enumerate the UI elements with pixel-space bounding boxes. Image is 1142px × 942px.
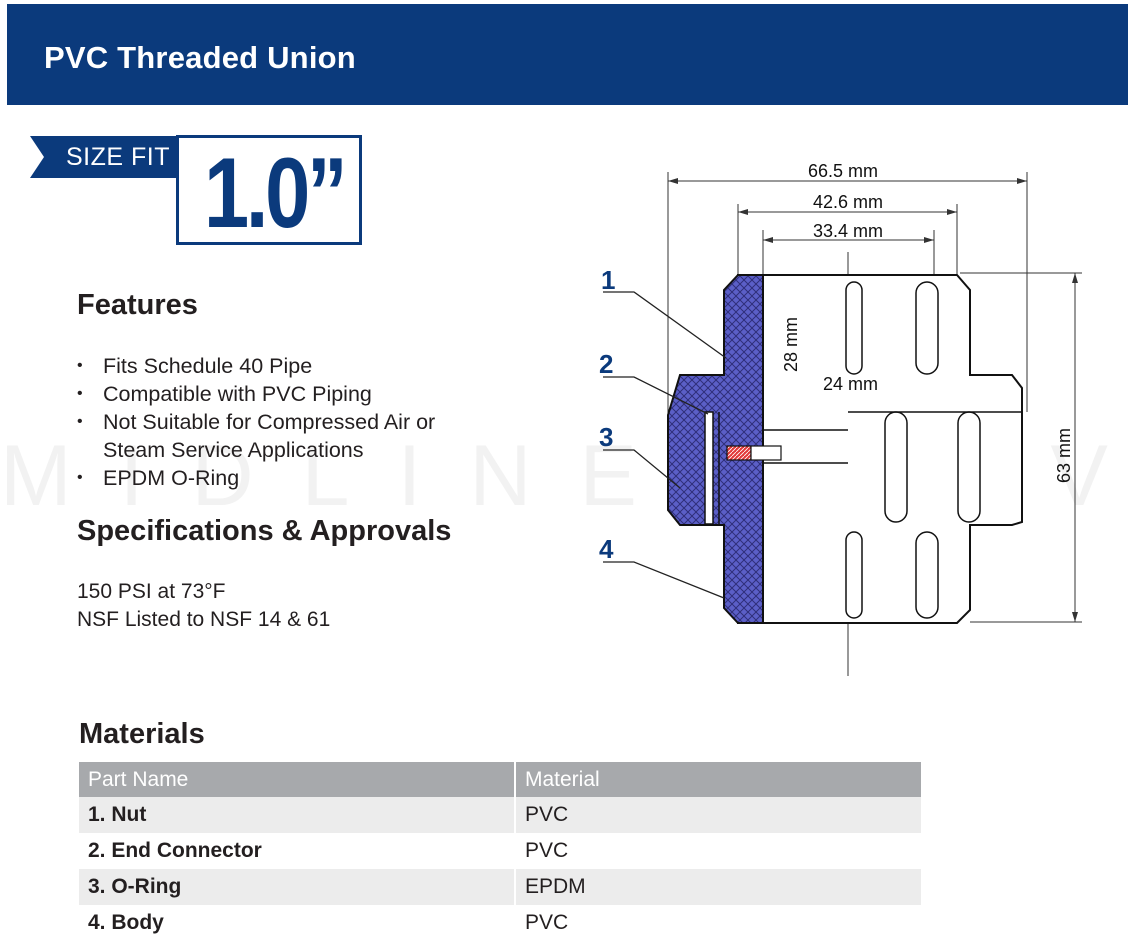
dim-inner-length: 33.4 mm (813, 221, 883, 241)
material-cell: PVC (514, 833, 921, 869)
size-fit-value: 1.0” (204, 137, 348, 248)
specs-heading: Specifications & Approvals (77, 515, 452, 547)
materials-table: Part Name Material 1. Nut PVC 2. End Con… (79, 762, 921, 941)
size-fit-label: SIZE FIT (66, 143, 170, 171)
specs-block: 150 PSI at 73°F NSF Listed to NSF 14 & 6… (77, 578, 330, 634)
part-name-cell: 4. Body (88, 911, 164, 934)
feature-item: Fits Schedule 40 Pipe (77, 352, 435, 380)
callout-3: 3 (599, 422, 613, 452)
material-cell: EPDM (514, 869, 921, 905)
callout-leaders (603, 291, 727, 599)
table-header-row: Part Name Material (79, 762, 921, 797)
union-cross-section-diagram: 1 2 3 4 66.5 mm 42.6 mm 33.4 mm 24 mm 28… (599, 161, 1082, 676)
header-banner: PVC Threaded Union (7, 4, 1128, 105)
column-header-material: Material (514, 762, 921, 797)
ribbon-notch (30, 136, 44, 178)
part-name-cell: 2. End Connector (88, 839, 262, 862)
table-row: 4. Body PVC (79, 905, 921, 941)
dim-socket-depth: 28 mm (781, 317, 801, 372)
part-name-cell: 1. Nut (79, 797, 515, 833)
features-heading: Features (77, 289, 198, 321)
features-list: Fits Schedule 40 Pipe Compatible with PV… (77, 352, 435, 492)
dim-mid-length: 42.6 mm (813, 192, 883, 212)
part-name-cell: 3. O-Ring (79, 869, 515, 905)
material-cell: PVC (514, 905, 921, 941)
dim-bore: 24 mm (823, 374, 878, 394)
table-row: 2. End Connector PVC (79, 833, 921, 869)
dim-height: 63 mm (1054, 428, 1074, 483)
callout-2: 2 (599, 349, 613, 379)
callout-4: 4 (599, 534, 614, 564)
union-section (667, 274, 848, 624)
table-row: 1. Nut PVC (79, 797, 921, 833)
size-fit-box: 1.0” (176, 135, 362, 248)
feature-item-continuation: Steam Service Applications (103, 438, 364, 462)
material-cell: PVC (514, 797, 921, 833)
materials-heading: Materials (79, 718, 205, 750)
feature-item: EPDM O-Ring (77, 464, 435, 492)
size-fit-ribbon: SIZE FIT (30, 136, 190, 178)
spec-line: NSF Listed to NSF 14 & 61 (77, 608, 331, 631)
feature-item: Not Suitable for Compressed Air or (77, 408, 435, 436)
callout-1: 1 (601, 265, 615, 295)
column-header-part-name: Part Name (79, 762, 515, 797)
dim-overall-length: 66.5 mm (808, 161, 878, 181)
table-row: 3. O-Ring EPDM (79, 869, 921, 905)
spec-line: 150 PSI at 73°F (77, 580, 226, 603)
union-slots (845, 281, 981, 619)
o-ring-section (726, 445, 752, 461)
feature-item: Compatible with PVC Piping (77, 380, 435, 408)
page-title: PVC Threaded Union (44, 40, 356, 75)
union-outline (737, 274, 1023, 624)
